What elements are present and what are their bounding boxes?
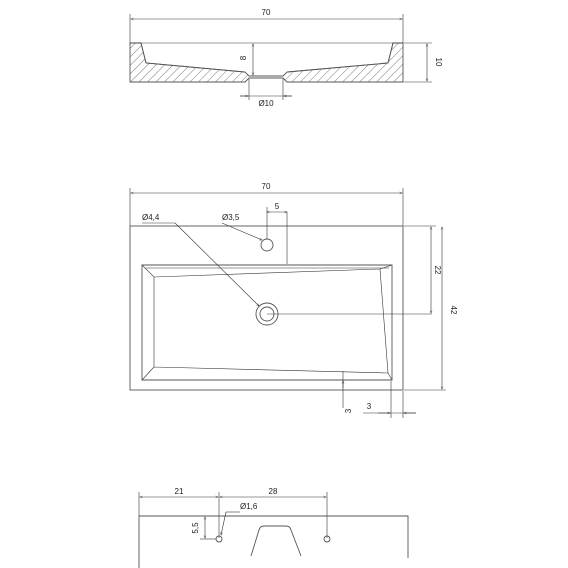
basin-inner-bowl: [141, 264, 393, 381]
front-drain-opening: [250, 525, 302, 557]
front-hole-leader-2: [221, 511, 227, 535]
drain-offset-label: 22: [433, 266, 442, 275]
side-section-view: 70 10 8 Ø10: [129, 8, 443, 108]
side-section-hatch: [130, 43, 249, 82]
side-width-label: 70: [262, 8, 271, 17]
rim-side-label: 3: [367, 402, 372, 411]
drain-dia-label: Ø4,4: [142, 213, 160, 222]
side-height-label: 10: [434, 58, 443, 67]
front-spacing-label: 28: [269, 487, 278, 496]
front-hole-right: [323, 535, 331, 543]
top-width-label: 70: [262, 182, 271, 191]
depth-label: 42: [449, 306, 458, 315]
side-depth-label: 8: [239, 55, 248, 60]
top-plan-view: 70 Ø3,5 5 Ø4,4 22 42 3: [129, 182, 458, 418]
drain-dia-leader-2: [174, 222, 259, 306]
tap-dia-leader: [221, 222, 262, 240]
tap-dia-label: Ø3,5: [222, 213, 240, 222]
basin-inner-slope: [141, 264, 393, 381]
tap-offset-label: 5: [275, 202, 280, 211]
side-inner-surface: [140, 42, 394, 73]
front-hole-dia-label: Ø1,6: [240, 502, 258, 511]
rim-front-label: 3: [344, 408, 353, 413]
front-view: 21 28 Ø1,6 5,5: [138, 487, 409, 568]
front-left-label: 21: [175, 487, 184, 496]
tap-hole: [260, 238, 274, 252]
side-section-hatch-right: [283, 43, 403, 82]
side-drain-label: Ø10: [258, 99, 274, 108]
front-height-label: 5,5: [191, 522, 200, 534]
front-outline: [138, 515, 409, 568]
basin-outer-outline: [129, 225, 404, 391]
